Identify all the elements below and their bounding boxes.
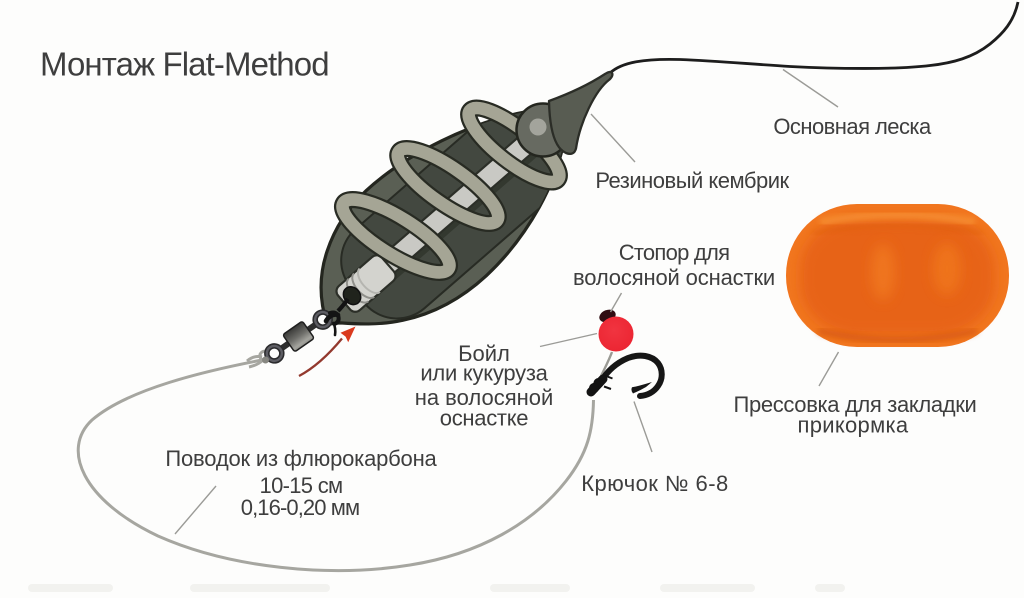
svg-text:0,16-0,20 мм: 0,16-0,20 мм	[241, 495, 360, 520]
svg-text:Крючок № 6-8: Крючок № 6-8	[581, 471, 728, 496]
svg-text:Стопор для: Стопор для	[619, 240, 730, 265]
svg-text:Монтаж Flat-Method: Монтаж Flat-Method	[40, 46, 329, 83]
svg-text:Основная леска: Основная леска	[773, 114, 932, 139]
svg-text:Бойл: Бойл	[458, 341, 510, 366]
svg-text:Резиновый кембрик: Резиновый кембрик	[595, 168, 789, 193]
svg-text:или кукуруза: или кукуруза	[420, 361, 548, 386]
svg-text:10-15 см: 10-15 см	[260, 473, 343, 498]
svg-text:Прессовка для закладки: Прессовка для закладки	[734, 392, 977, 417]
svg-text:на волосяной: на волосяной	[415, 385, 554, 410]
svg-text:оснастке: оснастке	[440, 406, 528, 431]
svg-text:волосяной оснастки: волосяной оснастки	[573, 265, 775, 290]
svg-text:прикормка: прикормка	[798, 413, 909, 438]
svg-text:Поводок из флюрокарбона: Поводок из флюрокарбона	[165, 446, 437, 471]
